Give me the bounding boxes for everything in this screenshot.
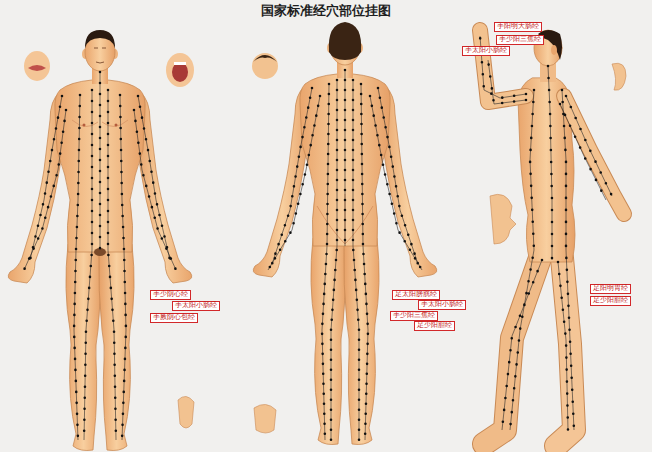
side-figure bbox=[480, 30, 624, 446]
figure-part bbox=[490, 194, 516, 244]
meridian-tag: 手厥阴心包经 bbox=[150, 313, 198, 323]
figure-part bbox=[28, 65, 46, 71]
figure-part bbox=[166, 53, 194, 87]
figure-part bbox=[612, 63, 626, 90]
meridian-tag: 手少阳三焦经 bbox=[390, 311, 438, 321]
meridian-name: 手太阳小肠经 bbox=[421, 301, 463, 309]
figure-part bbox=[24, 72, 176, 440]
figure-part bbox=[253, 27, 437, 445]
figure-part bbox=[556, 258, 574, 446]
meridian-tag: 手太阳小肠经 bbox=[418, 300, 466, 310]
meridian-tag: 手少阴心经 bbox=[150, 290, 191, 300]
figure-part bbox=[94, 48, 106, 63]
meridian-name: 手少阳三焦经 bbox=[499, 36, 541, 44]
meridian-tag: 手阳明大肠经 bbox=[494, 22, 542, 32]
figure-part bbox=[556, 258, 574, 446]
figure-part bbox=[24, 72, 176, 440]
meridian-tag: 手少阳三焦经 bbox=[496, 35, 544, 45]
figure-part bbox=[268, 70, 422, 440]
figure-part bbox=[174, 62, 186, 65]
meridian-name: 手少阳三焦经 bbox=[393, 312, 435, 320]
figure-part bbox=[24, 51, 50, 81]
meridian-name: 足少阳胆经 bbox=[417, 322, 452, 330]
figure-part bbox=[178, 396, 194, 428]
figure-part bbox=[551, 45, 557, 55]
figure-part bbox=[8, 33, 192, 451]
meridian-tag: 手太阳小肠经 bbox=[462, 46, 510, 56]
figure-part bbox=[253, 55, 277, 62]
front-figure bbox=[8, 30, 192, 451]
chart-title-box: 国家标准经穴部位挂图 bbox=[0, 2, 652, 20]
meridian-tag: 足阳明胃经 bbox=[590, 284, 631, 294]
meridian-name: 足太阳膀胱经 bbox=[395, 291, 437, 299]
chart-title: 国家标准经穴部位挂图 bbox=[261, 3, 391, 18]
figure-part bbox=[83, 124, 86, 127]
back-figure bbox=[253, 22, 437, 445]
figure-part bbox=[172, 62, 188, 82]
meridian-name: 手太阳小肠经 bbox=[465, 47, 507, 55]
figure-part bbox=[564, 96, 624, 214]
meridian-name: 手厥阴心包经 bbox=[153, 314, 195, 322]
figure-part bbox=[329, 22, 361, 60]
meridian-tag: 足少阳胆经 bbox=[414, 321, 455, 331]
meridian-name: 手阳明大肠经 bbox=[497, 23, 539, 31]
figure-part bbox=[268, 70, 422, 440]
meridian-tag: 足少阳胆经 bbox=[590, 296, 631, 306]
meridian-tag: 手太阳小肠经 bbox=[172, 301, 220, 311]
meridian-lines bbox=[24, 36, 612, 440]
meridian-name: 手太阳小肠经 bbox=[175, 302, 217, 310]
meridian-name: 手少阴心经 bbox=[153, 291, 188, 299]
figure-part bbox=[480, 36, 612, 430]
figure-part bbox=[480, 36, 612, 430]
figure-part bbox=[85, 30, 115, 48]
meridian-tag: 足太阳膀胱经 bbox=[392, 290, 440, 300]
figure-part bbox=[564, 96, 624, 214]
detail-insets bbox=[24, 51, 626, 433]
meridian-name: 足少阳胆经 bbox=[593, 297, 628, 305]
meridian-name: 足阳明胃经 bbox=[593, 285, 628, 293]
figure-part bbox=[254, 404, 276, 433]
figure-part bbox=[115, 124, 118, 127]
figure-part bbox=[252, 53, 278, 79]
